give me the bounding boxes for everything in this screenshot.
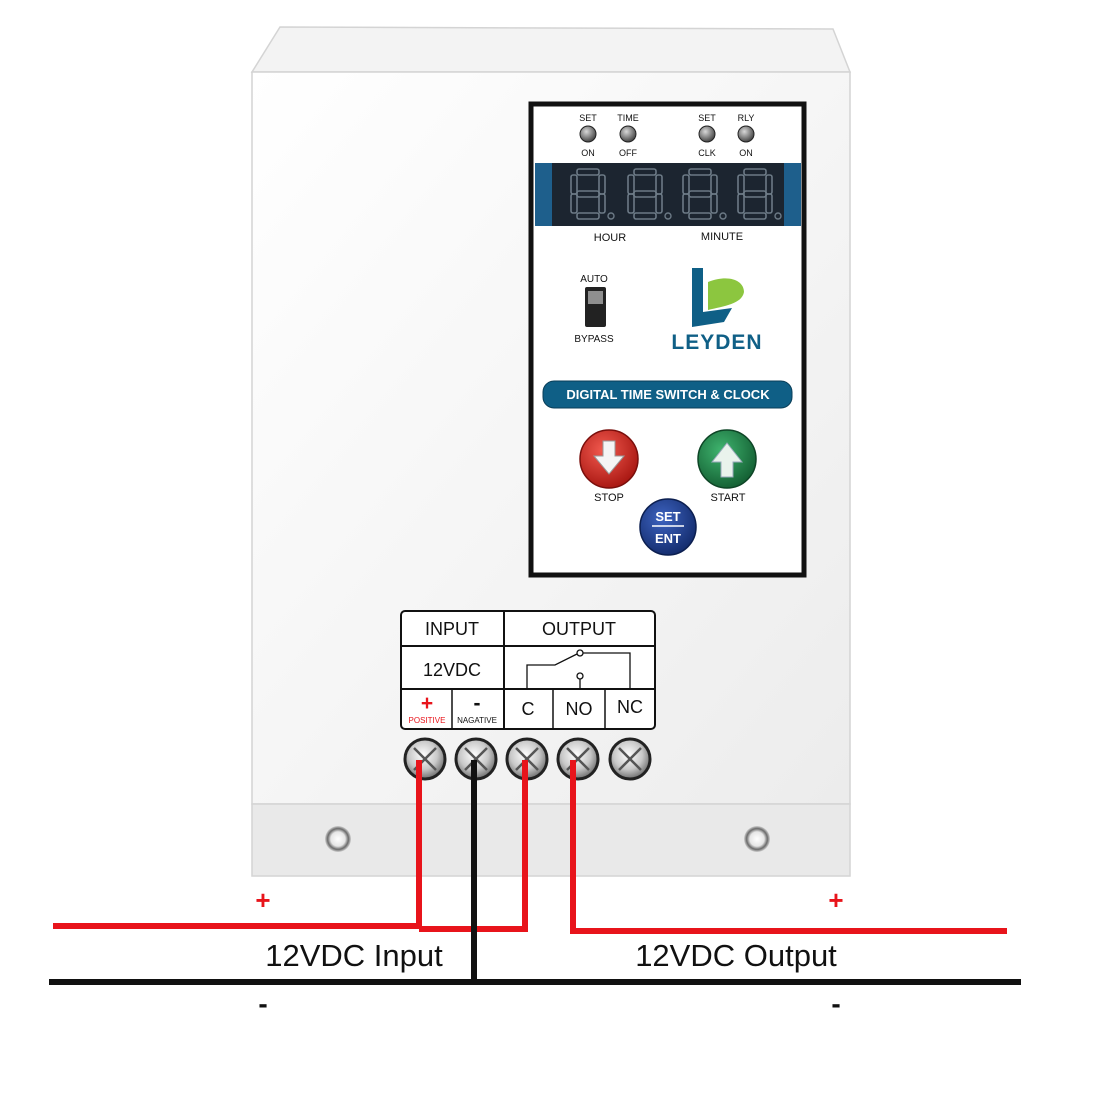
- decimal-point: [664, 212, 672, 220]
- terminal-nc-label: NC: [617, 697, 643, 717]
- digit-2: [627, 168, 672, 220]
- segment: [633, 212, 657, 220]
- terminal-no-label: NO: [566, 699, 593, 719]
- segment: [633, 190, 657, 198]
- indicator-2-led-icon: [619, 125, 637, 143]
- enclosure-top-face: [250, 26, 852, 73]
- brand-name: LEYDEN: [671, 331, 762, 354]
- indicator-4-led-icon: [737, 125, 755, 143]
- negative-label: NAGATIVE: [457, 716, 497, 725]
- relay-contact-icon: [526, 649, 631, 689]
- minute-label: MINUTE: [701, 231, 743, 243]
- segment: [710, 193, 718, 214]
- output-positive-wire: [570, 760, 1007, 934]
- auto-label: AUTO: [580, 274, 608, 285]
- segment: [570, 174, 578, 195]
- segment: [688, 190, 712, 198]
- screw-terminal-no-icon[interactable]: [556, 737, 600, 781]
- segment: [627, 174, 635, 195]
- segment: [598, 193, 606, 214]
- output-label: 12VDC Output: [635, 938, 837, 973]
- start-label: START: [710, 492, 745, 504]
- digit-3: [682, 168, 727, 220]
- jumper-positive-to-c-wire: [419, 760, 528, 932]
- indicator-3-bottom-label: CLK: [698, 148, 716, 158]
- wiring-labels: + + 12VDC Input 12VDC Output - -: [255, 885, 843, 1019]
- segment: [576, 190, 600, 198]
- indicator-2-top-label: TIME: [617, 113, 639, 123]
- set-ent-button-cap[interactable]: [639, 498, 697, 556]
- mounting-hole-right-icon: [744, 826, 770, 852]
- indicator-4-top-label: RLY: [738, 113, 755, 123]
- screw-terminal-negative-icon[interactable]: [454, 737, 498, 781]
- segment: [743, 212, 767, 220]
- segment: [688, 168, 712, 176]
- ent-label: ENT: [655, 531, 681, 546]
- input-minus-symbol: -: [258, 988, 267, 1019]
- title-pill: [542, 380, 793, 409]
- arrow-down-icon: [592, 440, 626, 475]
- input-plus-symbol: +: [255, 885, 270, 915]
- indicator-4-bottom-label: ON: [739, 148, 753, 158]
- positive-symbol: +: [421, 692, 433, 715]
- mounting-hole-left-icon: [325, 826, 351, 852]
- set-label: SET: [655, 509, 680, 524]
- start-button[interactable]: START: [697, 429, 757, 504]
- arrow-up-icon: [710, 442, 744, 478]
- product-title-bar: DIGITAL TIME SWITCH & CLOCK: [542, 380, 793, 409]
- indicator-1-led-icon: [579, 125, 597, 143]
- stop-button[interactable]: STOP: [579, 429, 639, 504]
- segment: [633, 168, 657, 176]
- segment: [737, 174, 745, 195]
- indicator-2-bottom-label: OFF: [619, 148, 637, 158]
- voltage-label: 12VDC: [423, 660, 481, 680]
- output-plus-symbol: +: [828, 885, 843, 915]
- decimal-point: [719, 212, 727, 220]
- indicator-3-led-icon: [698, 125, 716, 143]
- terminal-label-frame: [400, 610, 656, 730]
- decimal-point: [774, 212, 782, 220]
- segment: [765, 193, 773, 214]
- display-digits: [570, 168, 782, 220]
- digit-1: [570, 168, 615, 220]
- output-minus-symbol: -: [831, 988, 840, 1019]
- mode-switch[interactable]: AUTO BYPASS: [574, 274, 614, 345]
- seven-segment-display: HOUR MINUTE: [535, 163, 801, 244]
- hour-label: HOUR: [594, 232, 626, 244]
- indicator-row: SET ON TIME OFF SET CLK RLY ON: [579, 113, 755, 158]
- controller-panel: SET ON TIME OFF SET CLK RLY ON HOUR MINU…: [528, 101, 807, 578]
- stop-label: STOP: [594, 492, 624, 504]
- bypass-label: BYPASS: [574, 334, 614, 345]
- segment: [576, 212, 600, 220]
- indicator-1-top-label: SET: [579, 113, 597, 123]
- wires: [49, 760, 1021, 985]
- product-title: DIGITAL TIME SWITCH & CLOCK: [566, 387, 770, 402]
- positive-label: POSITIVE: [409, 716, 446, 725]
- terminal-block-label: INPUT OUTPUT 12VDC + POSITIVE - NAGATIVE…: [400, 610, 656, 730]
- leyden-logo-icon: LEYDEN: [671, 268, 762, 354]
- indicator-3-top-label: SET: [698, 113, 716, 123]
- segment: [576, 168, 600, 176]
- output-header: OUTPUT: [542, 619, 616, 639]
- screw-terminal-nc-icon[interactable]: [608, 737, 652, 781]
- segment: [655, 193, 663, 214]
- decimal-point: [607, 212, 615, 220]
- negative-symbol: -: [474, 692, 481, 715]
- screw-terminal-positive-icon[interactable]: [403, 737, 447, 781]
- toggle-switch-lever-icon[interactable]: [588, 291, 603, 304]
- input-label: 12VDC Input: [265, 938, 443, 973]
- segment: [682, 174, 690, 195]
- indicator-1-bottom-label: ON: [581, 148, 595, 158]
- set-ent-button[interactable]: SET ENT: [639, 498, 697, 556]
- segment: [688, 212, 712, 220]
- input-header: INPUT: [425, 619, 479, 639]
- display-screen: [552, 163, 784, 226]
- digit-4: [737, 168, 782, 220]
- segment: [743, 190, 767, 198]
- segment: [743, 168, 767, 176]
- terminal-c-label: C: [522, 699, 535, 719]
